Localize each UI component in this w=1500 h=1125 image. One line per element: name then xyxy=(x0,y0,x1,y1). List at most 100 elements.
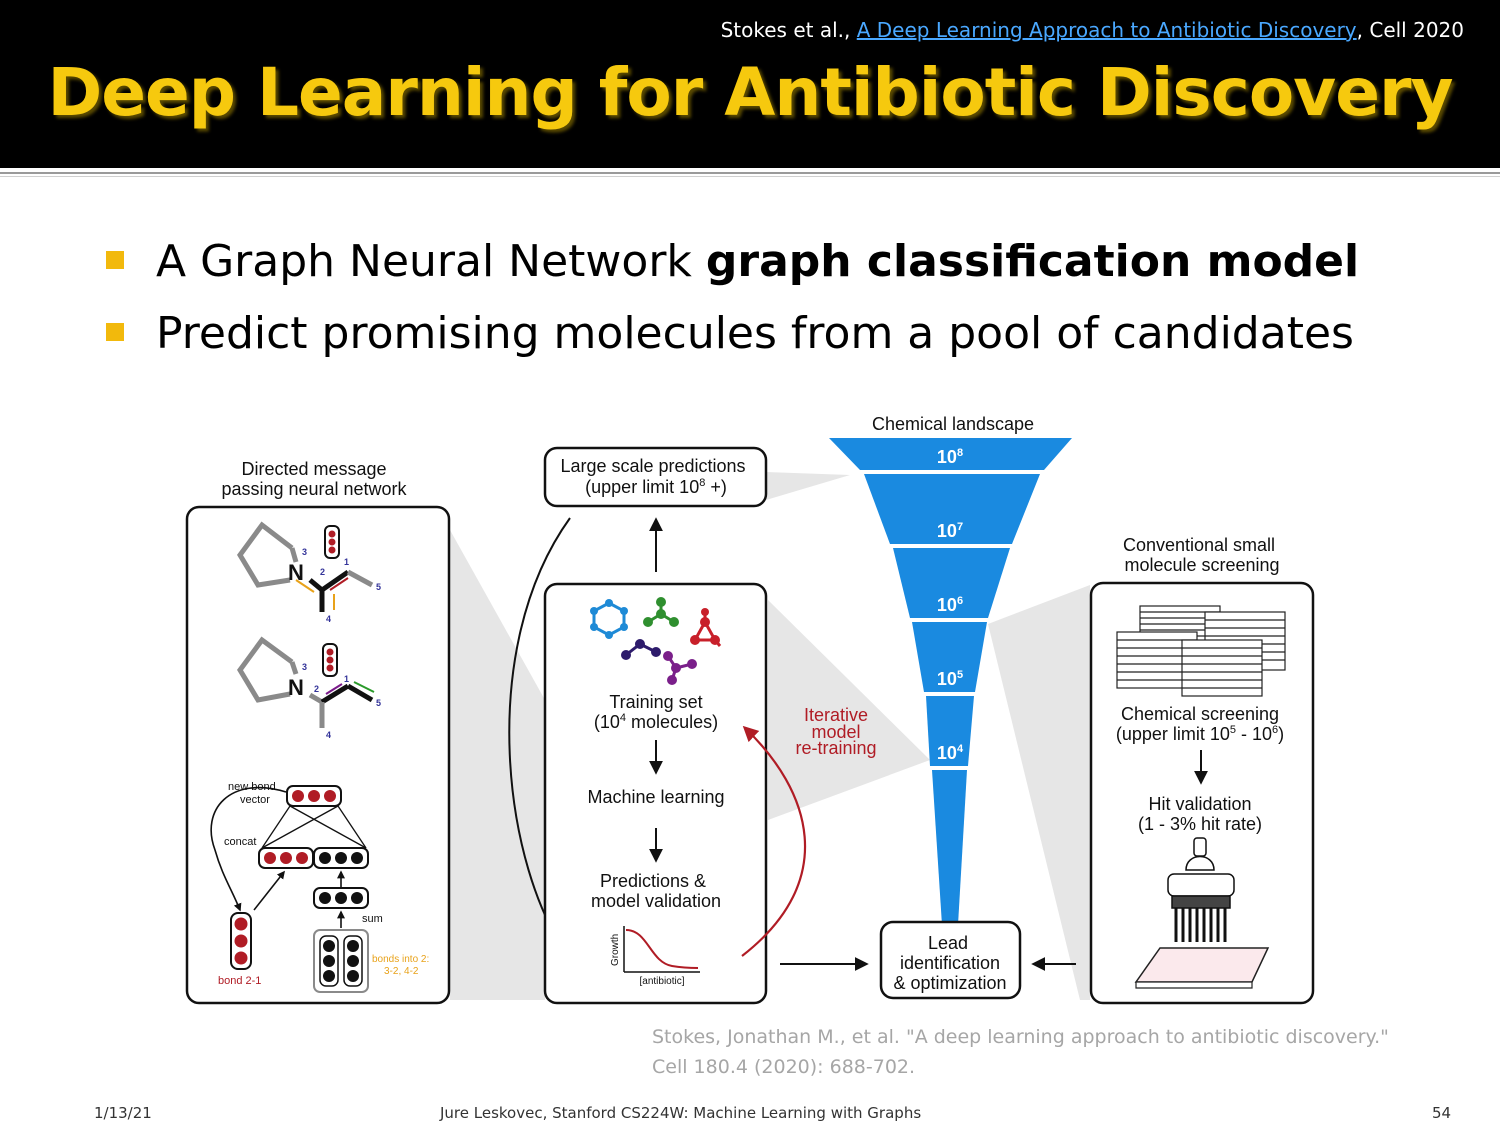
molecule-graph-2 xyxy=(237,636,375,728)
hit-validation-line-2: (1 - 3% hit rate) xyxy=(1138,814,1262,834)
lead-line-3: & optimization xyxy=(893,973,1006,993)
growth-curve-plot xyxy=(623,926,700,973)
sum-vector xyxy=(313,887,369,909)
lead-line-2: identification xyxy=(900,953,1000,973)
funnel-stem xyxy=(932,770,967,925)
concat-vector xyxy=(258,847,369,869)
atom-index-3b: 3 xyxy=(302,662,307,672)
hit-validation-line-1: Hit validation xyxy=(1148,794,1251,814)
screening-title-2: molecule screening xyxy=(1124,555,1279,575)
header-rule-thin xyxy=(0,176,1500,177)
citation-authors: Stokes et al., xyxy=(720,18,857,42)
funnel-level-1 xyxy=(829,438,1072,470)
well-plate-icon xyxy=(1134,947,1270,989)
funnel-label-3: 106 xyxy=(937,595,963,615)
concat-label: concat xyxy=(224,836,256,848)
machine-learning-label: Machine learning xyxy=(587,787,724,807)
bond-2-1-label: bond 2-1 xyxy=(218,975,261,987)
atom-n-2: N xyxy=(288,675,304,700)
molecule-icons xyxy=(590,597,722,685)
antibiotic-axis-label: [antibiotic] xyxy=(639,976,684,987)
bullet-1-bold: graph classification model xyxy=(705,236,1360,287)
training-box xyxy=(543,582,768,1005)
pipeline-diagram: Directed message passing neural network … xyxy=(185,414,1315,1005)
large-scale-box xyxy=(543,446,768,508)
atom-index-5b: 5 xyxy=(376,698,381,708)
atom-index-4b: 4 xyxy=(326,730,331,740)
bond-vector-icon xyxy=(324,525,340,559)
citation-header: Stokes et al., A Deep Learning Approach … xyxy=(721,18,1464,42)
citation-link[interactable]: A Deep Learning Approach to Antibiotic D… xyxy=(856,18,1357,42)
lead-box xyxy=(879,920,1022,1000)
sum-label: sum xyxy=(362,913,383,925)
mpnn-title-1: Directed message xyxy=(241,459,386,479)
bullet-2: Predict promising molecules from a pool … xyxy=(106,308,1354,359)
reference-line-2: Cell 180.4 (2020): 688-702. xyxy=(652,1056,916,1078)
arrow-iterative-retraining xyxy=(741,725,807,957)
funnel-level-3 xyxy=(893,548,1010,618)
incoming-bond-vectors xyxy=(313,929,369,993)
citation-venue: , Cell 2020 xyxy=(1356,18,1464,42)
iterative-line-3: re-training xyxy=(795,738,876,758)
title-bar: Stokes et al., A Deep Learning Approach … xyxy=(0,0,1500,168)
mpnn-box xyxy=(185,505,451,1005)
new-bond-vector xyxy=(286,785,342,807)
funnel-label-1: 108 xyxy=(937,447,963,467)
projection-shade-top xyxy=(766,472,850,500)
arrow-bond-to-concat xyxy=(253,870,285,911)
concat-connections xyxy=(261,805,367,849)
bullet-2-text: Predict promising molecules from a pool … xyxy=(156,308,1354,359)
footer-page-number: 54 xyxy=(1432,1104,1452,1122)
atom-n-1: N xyxy=(288,560,304,585)
training-line-2: (104 molecules) xyxy=(594,712,718,732)
plate-stacks-icon xyxy=(1116,605,1286,697)
screening-title-1: Conventional small xyxy=(1123,535,1275,555)
bonds-into-label-1: bonds into 2: xyxy=(372,954,429,965)
bonds-into-label-2: 3-2, 4-2 xyxy=(384,966,419,977)
atom-index-1a: 1 xyxy=(344,557,349,567)
funnel-level-5 xyxy=(926,696,974,766)
large-scale-line-2: (upper limit 108 +) xyxy=(585,477,727,497)
chemical-screening-line-1: Chemical screening xyxy=(1121,704,1279,724)
footer-course: Jure Leskovec, Stanford CS224W: Machine … xyxy=(440,1104,922,1122)
funnel-title: Chemical landscape xyxy=(872,414,1034,434)
iterative-line-1: Iterative xyxy=(804,705,868,725)
training-line-1: Training set xyxy=(609,692,702,712)
growth-axis-label: Growth xyxy=(610,934,621,966)
bond-2-1-vector xyxy=(230,912,252,970)
atom-index-2b: 2 xyxy=(314,684,319,694)
reference-line-1: Stokes, Jonathan M., et al. "A deep lear… xyxy=(652,1026,1389,1048)
iterative-line-2: model xyxy=(811,722,860,742)
funnel-label-5: 104 xyxy=(937,743,964,763)
funnel-label-4: 105 xyxy=(937,669,963,689)
lead-line-1: Lead xyxy=(928,933,968,953)
predictions-line-2: model validation xyxy=(591,891,721,911)
funnel xyxy=(829,438,1072,925)
funnel-label-2: 107 xyxy=(937,521,963,541)
large-scale-line-1: Large scale predictions xyxy=(560,456,745,476)
atom-index-3a: 3 xyxy=(302,547,307,557)
molecule-graph-1 xyxy=(237,521,374,612)
predictions-line-1: Predictions & xyxy=(600,871,706,891)
funnel-level-2 xyxy=(864,474,1040,544)
projection-shade-left xyxy=(450,530,545,1000)
atom-index-4a: 4 xyxy=(326,614,331,624)
atom-index-5a: 5 xyxy=(376,582,381,592)
new-bond-label-1: new bond xyxy=(228,781,276,793)
chemical-screening-line-2: (upper limit 105 - 106) xyxy=(1116,724,1284,744)
bullet-1: A Graph Neural Network graph classificat… xyxy=(106,236,1359,287)
bullet-square-icon xyxy=(106,251,124,269)
atom-index-2a: 2 xyxy=(320,567,325,577)
multichannel-pipette-icon xyxy=(1167,837,1235,942)
bond-vector-icon xyxy=(322,643,338,677)
arrow-loop-to-bond xyxy=(210,786,287,912)
reference-citation: Stokes, Jonathan M., et al. "A deep lear… xyxy=(652,1022,1389,1082)
funnel-level-4 xyxy=(912,622,987,692)
header-rule xyxy=(0,172,1500,174)
bullet-1-text: A Graph Neural Network xyxy=(156,236,706,287)
slide-title: Deep Learning for Antibiotic Discovery xyxy=(47,54,1453,131)
atom-index-1b: 1 xyxy=(344,674,349,684)
projection-shade-right xyxy=(988,585,1090,1000)
footer-date: 1/13/21 xyxy=(94,1104,152,1122)
new-bond-label-2: vector xyxy=(240,794,270,806)
